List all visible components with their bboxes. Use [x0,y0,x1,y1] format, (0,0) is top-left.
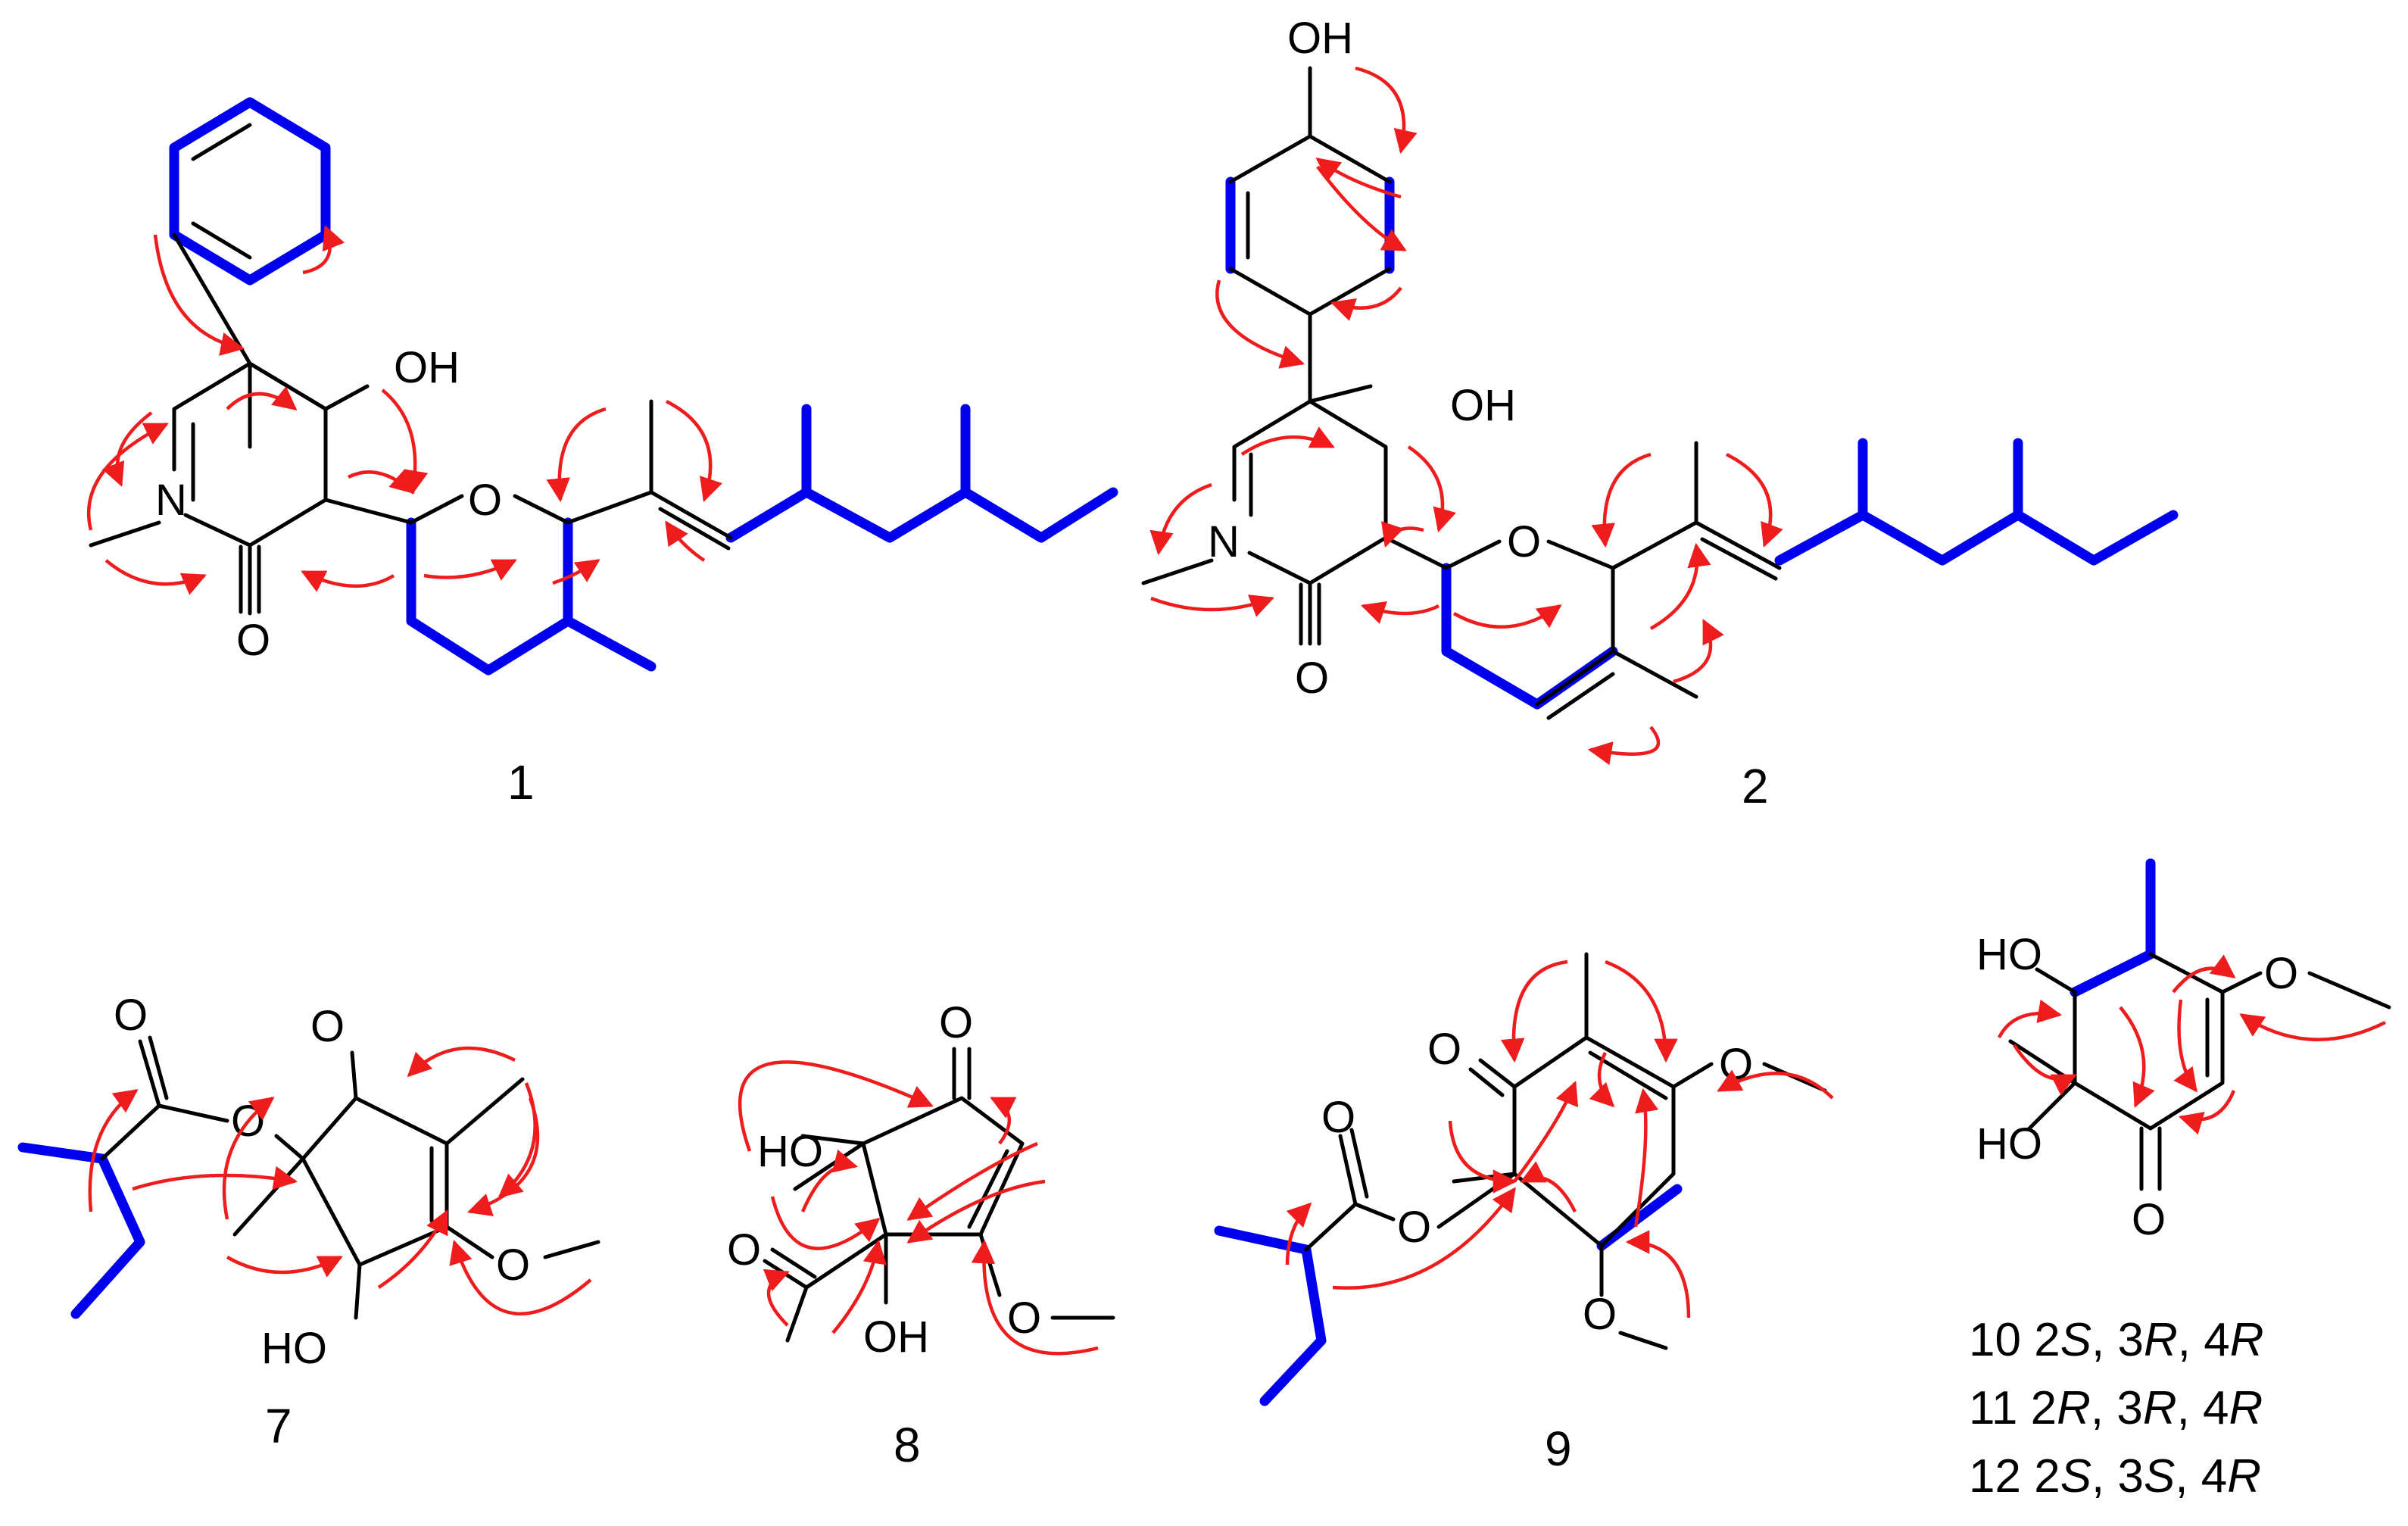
c9-ketone: O [1427,1025,1461,1074]
compound-8-atom-labels: HO O O OH O [727,998,1041,1362]
stereo-row-11: 11 2R, 3R, 4R [1969,1382,2263,1434]
compound-10-12-hmbc-arrows [1997,954,2387,1135]
c9-ester-oxygen: O [1397,1203,1431,1252]
c8-hydroxyl-top: HO [757,1127,823,1176]
c10-hydroxyl-top: HO [1976,930,2042,979]
compound-7: O O O O HO 7 [17,991,600,1453]
compound-2-atom-labels: OH OH N O O [1208,14,1541,703]
c9-methoxy-bottom: O [1583,1290,1617,1339]
c2-phenol: OH [1287,14,1353,63]
c8-ketone: O [939,998,973,1047]
compound-9-skeleton [1304,952,1827,1350]
c7-ester-carbonyl: O [114,991,148,1040]
compound-7-hmbc-arrows [88,1046,592,1316]
c1-carbonyl-oxygen: O [236,616,270,665]
compound-7-cosy-bonds [17,1142,145,1319]
compound-9-cosy-bonds [1214,1184,1683,1406]
c10-hydroxyl-bottom: HO [1976,1119,2042,1169]
compound-1: OH N O O 1 [86,97,1118,810]
c1-ring-oxygen: O [468,476,502,525]
c10-methoxy: O [2264,949,2298,998]
compound-9-atom-labels: O O O O O [1321,1025,1753,1339]
compound-9: O O O O O 9 [1214,952,1834,1476]
c2-ring-oxygen: O [1507,517,1541,566]
compound-9-hmbc-arrows [1285,960,1834,1318]
c2-carbonyl-oxygen: O [1295,654,1329,703]
compound-2-cosy-bonds [1225,176,2179,710]
c7-hydroxyl: HO [261,1324,327,1373]
c8-acetyl: O [727,1225,761,1275]
compound-9-number: 9 [1545,1421,1572,1476]
compound-10-12: HO O HO O 10 2S, 3R, 4R 11 2R, 3R, 4R 12… [1969,858,2391,1503]
compound-1-hmbc-arrows [86,225,722,595]
compound-2-number: 2 [1742,759,1769,813]
compound-1-number: 1 [507,755,535,810]
c7-methoxy: O [496,1240,530,1290]
compound-10-12-atom-labels: HO O HO O [1976,930,2298,1244]
c8-hydroxyl-bottom: OH [863,1312,929,1362]
compound-8-hmbc-arrows [738,1060,1099,1356]
c8-methoxy: O [1007,1294,1041,1343]
compound-10-12-skeleton [2008,952,2391,1191]
compound-7-number: 7 [265,1399,292,1453]
stereo-row-10: 10 2S, 3R, 4R [1969,1314,2263,1366]
compound-8-skeleton [763,1047,1115,1343]
c1-hydroxyl: OH [394,343,460,392]
c2-nitrogen: N [1208,517,1240,566]
compound-1-atom-labels: OH N O O [155,343,502,665]
c10-ketone: O [2132,1195,2166,1244]
compound-2-skeleton [1141,66,1782,720]
c9-ester-carbonyl: O [1321,1093,1355,1142]
c7-ketone: O [310,1002,345,1051]
c2-hydroxyl: OH [1450,381,1516,430]
compound-10-12-cosy-bonds [2070,858,2156,997]
compound-8: HO O O OH O 8 [727,998,1115,1472]
compound-2-hmbc-arrows [1149,66,1783,766]
stereo-table: 10 2S, 3R, 4R 11 2R, 3R, 4R 12 2S, 3S, 4… [1969,1314,2263,1503]
compound-1-cosy-bonds [169,97,1118,676]
compound-8-number: 8 [894,1418,921,1472]
c1-nitrogen: N [155,476,187,525]
stereo-row-12: 12 2S, 3S, 4R [1969,1450,2261,1503]
compound-2: OH OH N O O 2 [1141,14,2179,813]
